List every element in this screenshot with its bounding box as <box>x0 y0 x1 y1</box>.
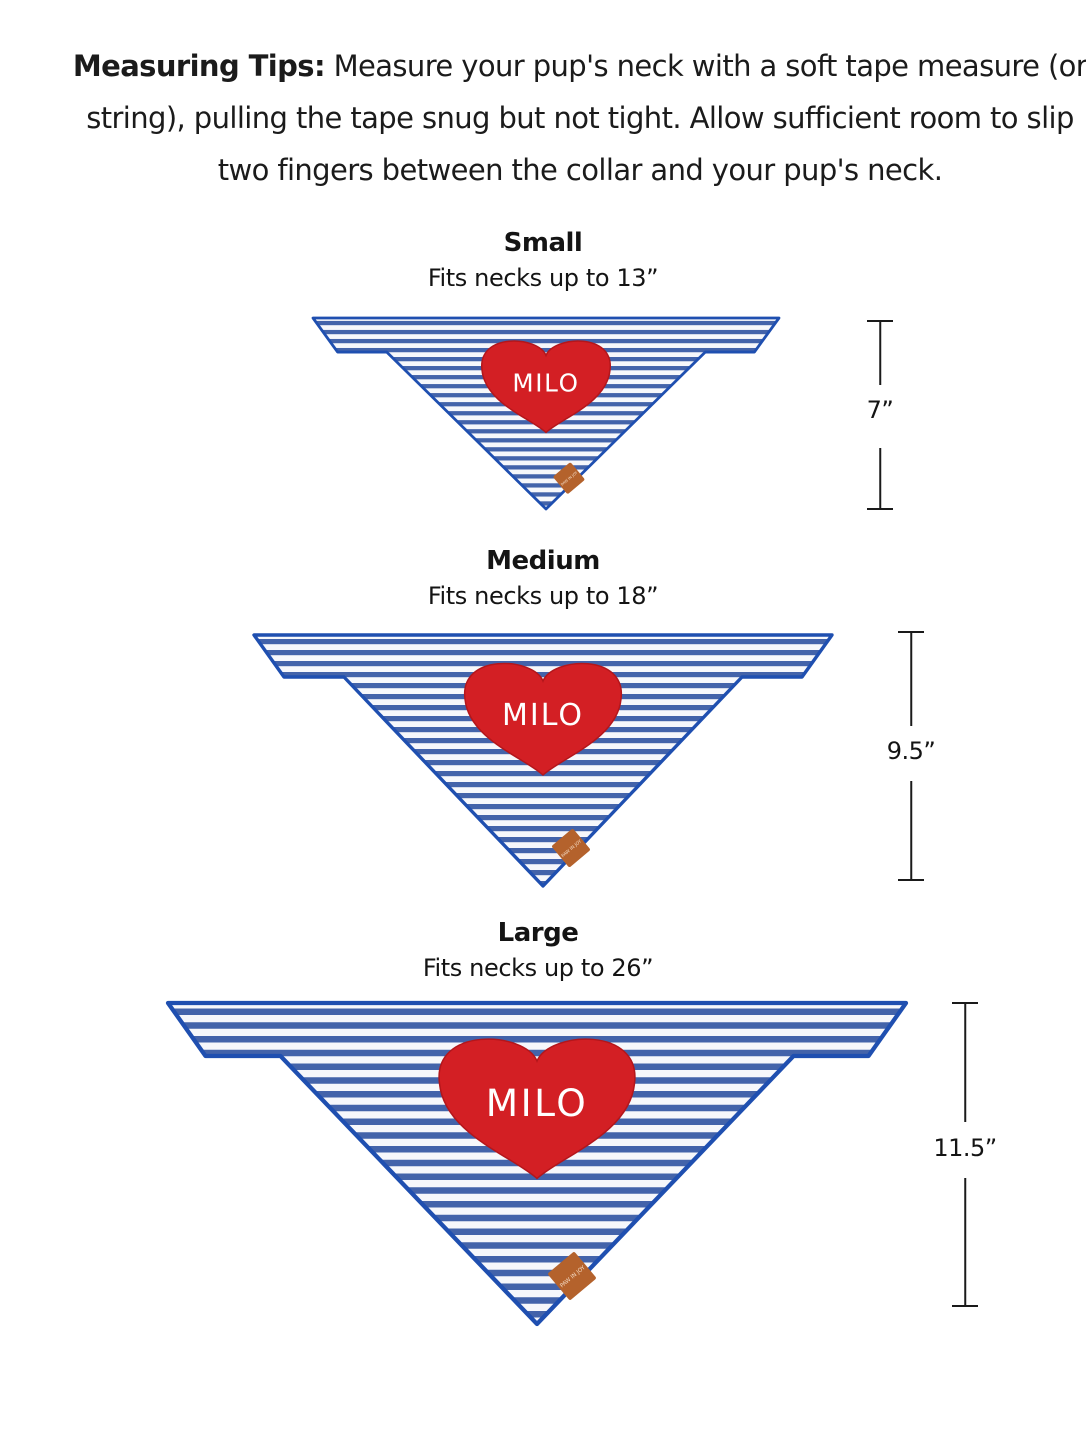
tips-heading: Measuring Tips: <box>72 49 326 83</box>
heart-text: MILO <box>512 368 579 397</box>
size-medium-header: Medium Fits necks up to 18” <box>343 546 743 610</box>
heart-patch <box>438 1038 636 1180</box>
size-large-header: Large Fits necks up to 26” <box>338 918 738 982</box>
size-small-header: Small Fits necks up to 13” <box>343 228 743 292</box>
size-medium-name: Medium <box>486 546 600 576</box>
leather-tag: PAW IN JOY <box>553 462 585 494</box>
heart-patch <box>464 662 622 777</box>
size-large-fit: Fits necks up to 26” <box>422 954 654 982</box>
size-medium-fit: Fits necks up to 18” <box>427 582 659 610</box>
bandana-small-image: MILO PAW IN JOY <box>311 316 781 511</box>
size-small-name: Small <box>503 228 583 258</box>
tips-body: Measure your pup's neck with a soft tape… <box>86 49 1086 187</box>
size-large-name: Large <box>497 918 579 948</box>
heart-text: MILO <box>502 698 584 733</box>
leather-tag: PAW IN JOY <box>552 829 590 867</box>
size-small-fit: Fits necks up to 13” <box>427 264 659 292</box>
measure-medium: 9.5” <box>881 631 941 881</box>
size-large-height: 11.5” <box>933 1134 997 1162</box>
heart-patch <box>481 340 611 434</box>
heart-text: MILO <box>486 1081 589 1125</box>
measure-small: 7” <box>850 320 910 510</box>
size-medium-height: 9.5” <box>886 737 936 765</box>
measure-large: 11.5” <box>933 1002 997 1307</box>
bandana-large-image: MILO PAW IN JOY <box>165 1000 909 1327</box>
size-small-height: 7” <box>866 396 894 424</box>
measuring-tips: Measuring Tips: Measure your pup's neck … <box>70 40 1086 196</box>
leather-tag: PAW IN JOY <box>548 1252 596 1300</box>
bandana-medium-image: MILO PAW IN JOY <box>252 633 834 888</box>
